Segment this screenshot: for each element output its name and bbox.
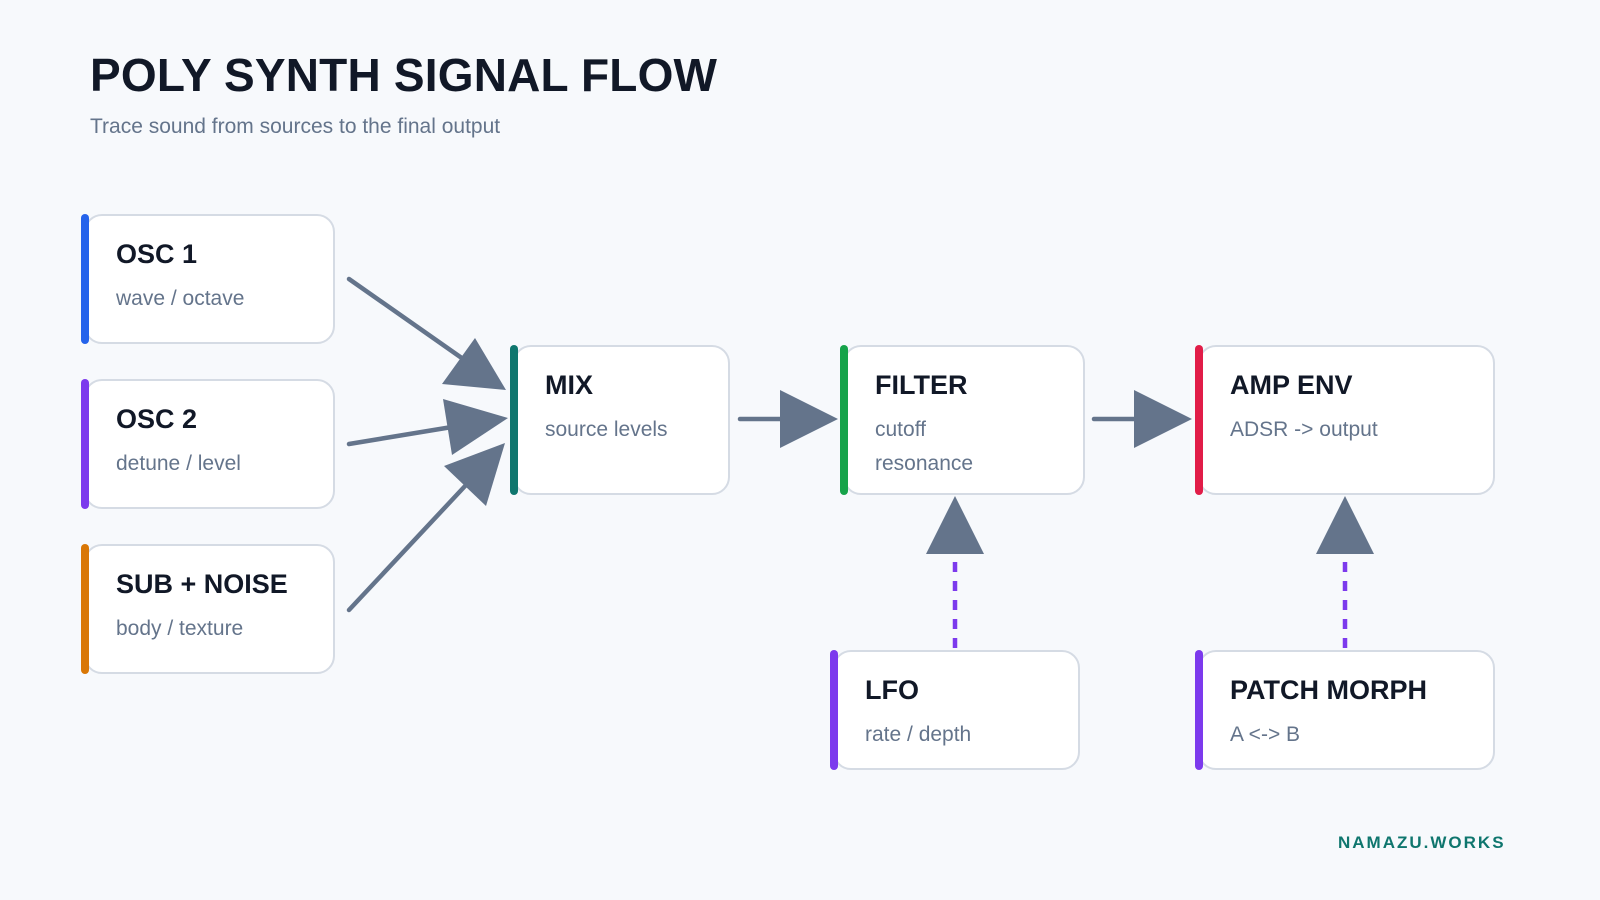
diagram-title: POLY SYNTH SIGNAL FLOW bbox=[90, 49, 718, 101]
node-osc1-desc: wave / octave bbox=[116, 287, 245, 311]
node-patch-morph-accent-bar bbox=[1195, 650, 1203, 770]
node-patch-morph-label: PATCH MORPH bbox=[1230, 675, 1427, 705]
arrowhead-osc2-mix bbox=[443, 399, 508, 455]
node-filter-desc: cutoff resonance bbox=[875, 418, 974, 476]
node-mix[interactable]: MIX source levels bbox=[510, 345, 730, 495]
node-sub-noise-desc: body / texture bbox=[116, 617, 244, 641]
node-amp-env-label: AMP ENV bbox=[1230, 370, 1353, 400]
node-osc1[interactable]: OSC 1 wave / octave bbox=[81, 214, 335, 344]
arrowhead-filter-ampenv bbox=[1134, 390, 1192, 448]
diagram-subtitle: Trace sound from sources to the final ou… bbox=[90, 115, 501, 138]
node-amp-env-desc: ADSR -> output bbox=[1230, 418, 1378, 442]
node-patch-morph-desc: A <-> B bbox=[1230, 723, 1301, 747]
node-sub-noise[interactable]: SUB + NOISE body / texture bbox=[81, 544, 335, 674]
node-sub-noise-accent-bar bbox=[81, 544, 89, 674]
node-lfo-desc: rate / depth bbox=[865, 723, 972, 747]
node-lfo[interactable]: LFO rate / depth bbox=[830, 650, 1080, 770]
node-amp-env-accent-bar bbox=[1195, 345, 1203, 495]
edge-osc2-mix bbox=[346, 423, 461, 447]
arrowhead-sub-mix bbox=[444, 443, 505, 506]
node-amp-env[interactable]: AMP ENV ADSR -> output bbox=[1195, 345, 1495, 495]
node-osc2-label: OSC 2 bbox=[116, 404, 198, 434]
arrowhead-lfo-filter bbox=[926, 496, 984, 554]
node-mix-desc: source levels bbox=[545, 418, 668, 442]
brand-wordmark: NAMAZU.WORKS bbox=[1338, 833, 1506, 852]
node-lfo-accent-bar bbox=[830, 650, 838, 770]
arrowhead-osc1-mix bbox=[442, 338, 506, 390]
node-patch-morph[interactable]: PATCH MORPH A <-> B bbox=[1195, 650, 1495, 770]
node-osc2-accent-bar bbox=[81, 379, 89, 509]
node-filter-accent-bar bbox=[840, 345, 848, 495]
node-osc1-label: OSC 1 bbox=[116, 239, 198, 269]
arrowhead-mix-filter bbox=[780, 390, 838, 448]
edge-sub-mix bbox=[346, 482, 469, 613]
node-osc1-accent-bar bbox=[81, 214, 89, 344]
arrowhead-morph-ampenv bbox=[1316, 496, 1374, 554]
node-filter[interactable]: FILTER cutoff resonance bbox=[840, 345, 1085, 495]
node-mix-accent-bar bbox=[510, 345, 518, 495]
node-osc2[interactable]: OSC 2 detune / level bbox=[81, 379, 335, 509]
edge-osc1-mix bbox=[346, 276, 469, 364]
node-osc2-desc: detune / level bbox=[116, 452, 241, 476]
node-sub-noise-label: SUB + NOISE bbox=[116, 569, 288, 599]
node-lfo-label: LFO bbox=[865, 675, 919, 705]
node-filter-label: FILTER bbox=[875, 370, 968, 400]
node-mix-label: MIX bbox=[545, 370, 594, 400]
